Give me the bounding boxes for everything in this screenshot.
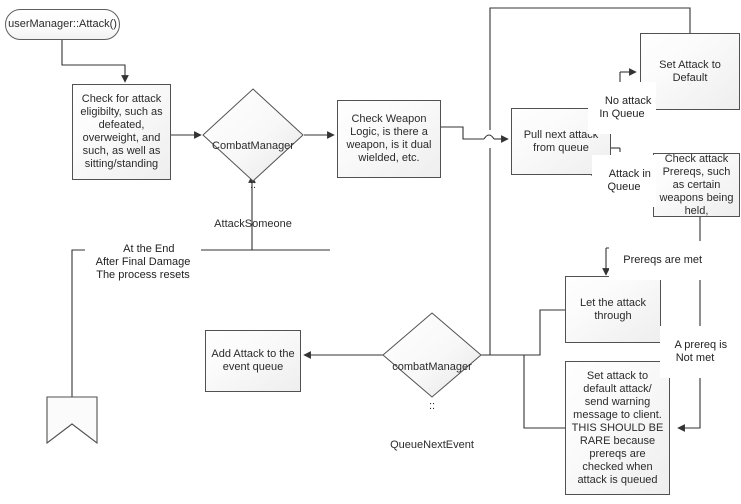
edge-label-attack-in-queue: Attack in Queue: [592, 155, 656, 207]
edge-label-text: A prereq is Not met: [674, 339, 728, 364]
edge-label-prereq-not-met: A prereq is Not met: [660, 326, 730, 378]
edge-letattack-left: [490, 309, 565, 356]
edge-label-text: At the End After Final Damage The proces…: [95, 243, 191, 281]
node-label: Set Attack to Default: [659, 58, 721, 84]
edge-setwarn-left: [490, 354, 565, 429]
node-let-the-attack-through[interactable]: Let the attack through: [565, 276, 661, 343]
node-label: Check attack Prereqs, such as certain we…: [659, 152, 734, 217]
node-check-attack-prereqs[interactable]: Check attack Prereqs, such as certain we…: [653, 153, 740, 217]
edge-start-to-eligibility: [61, 40, 129, 83]
node-label: userManager::Attack(): [8, 18, 117, 30]
node-check-weapon-logic[interactable]: Check Weapon Logic, is there a weapon, i…: [337, 100, 441, 178]
node-check-attack-eligibility[interactable]: Check for attack eligibilty, such as def…: [72, 84, 171, 180]
edge-label-prereqs-are-met: Prereqs are met: [609, 241, 703, 280]
node-add-attack-to-event-queue[interactable]: Add Attack to the event queue: [205, 330, 301, 392]
node-combatmanager-attacksomeone[interactable]: CombatManager :: AttackSomeone: [202, 88, 304, 230]
node-set-attack-default-warn-client[interactable]: Set attack to default attack/ send warni…: [565, 361, 670, 495]
edge-label-text: No attack In Queue: [599, 95, 652, 120]
decision-diamond-shape: [382, 312, 482, 398]
edge-label-no-attack-in-queue: No attack In Queue: [588, 82, 656, 134]
edge-prereq-notmet: [677, 248, 701, 432]
edge-weapon-to-pull: [441, 126, 484, 140]
decision-diamond-shape: [202, 88, 304, 182]
node-combatmanager-queuenextevent[interactable]: combatManager :: QueueNextEvent: [382, 312, 482, 451]
node-label: Check for attack eligibilty, such as def…: [80, 93, 163, 170]
node-set-attack-to-default[interactable]: Set Attack to Default: [640, 33, 740, 110]
edge-weapon-to-pull-hop: [483, 134, 495, 140]
end-pennant-shape: [46, 396, 98, 445]
node-label: Let the attack through: [579, 296, 647, 322]
node-start-usermanager-attack[interactable]: userManager::Attack(): [5, 9, 120, 40]
edge-setdefault-loop-top: [489, 7, 691, 130]
node-label: Pull next attack from queue: [523, 128, 599, 154]
node-label: Check Weapon Logic, is there a weapon, i…: [346, 113, 432, 164]
node-label: Add Attack to the event queue: [211, 348, 295, 373]
edge-label-text: Prereqs are met: [623, 254, 703, 266]
node-label: Set attack to default attack/ send warni…: [571, 369, 664, 486]
edge-label-text: Attack in Queue: [607, 168, 651, 193]
edge-label-process-resets: At the End After Final Damage The proces…: [85, 230, 201, 295]
